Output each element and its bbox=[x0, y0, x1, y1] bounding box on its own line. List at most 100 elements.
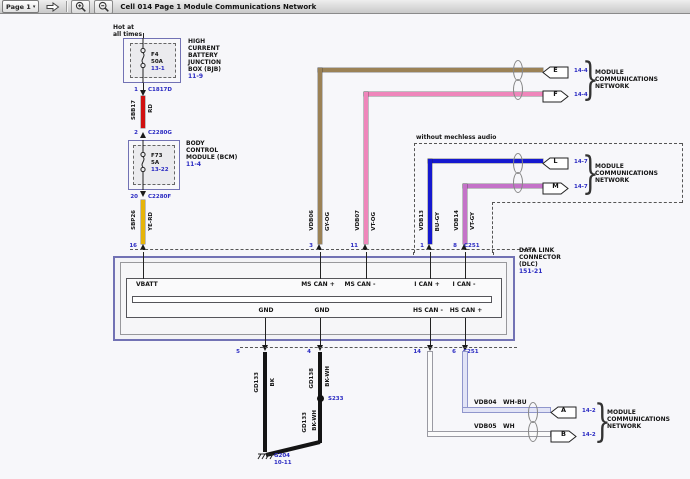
pin-number: 5 bbox=[236, 349, 240, 355]
page-ref-link[interactable]: 14-4 bbox=[574, 68, 588, 74]
dlc-name: (DLC) bbox=[519, 261, 538, 268]
network-label: NETWORK bbox=[607, 423, 642, 430]
bjb-ref-link[interactable]: 11-9 bbox=[188, 73, 204, 80]
pin-number: 4 bbox=[307, 349, 311, 355]
wire-vdb04 bbox=[463, 352, 467, 410]
brace: } bbox=[582, 148, 599, 199]
ground-ref-link[interactable]: 10-11 bbox=[274, 460, 292, 466]
bcm-name: MODULE (BCM) bbox=[186, 154, 238, 161]
circuit-label: SBB17 bbox=[131, 100, 137, 120]
page-ref-link[interactable]: 14-2 bbox=[582, 408, 596, 414]
bjb-name: JUNCTION bbox=[188, 59, 221, 66]
connector-link[interactable]: C251 bbox=[464, 243, 480, 249]
go-arrow-button[interactable] bbox=[43, 0, 62, 14]
bcm-name: CONTROL bbox=[186, 147, 219, 154]
offpage-connector-e[interactable]: E bbox=[542, 64, 569, 79]
page-ref-link[interactable]: 14-7 bbox=[574, 159, 588, 165]
twisted-pair-icon bbox=[513, 79, 523, 100]
dlc-name: CONNECTOR bbox=[519, 254, 561, 261]
offpage-connector-f[interactable]: F bbox=[542, 88, 569, 103]
dlc-ref-link[interactable]: 151-21 bbox=[519, 268, 543, 275]
bjb-name: BOX (BJB) bbox=[188, 66, 222, 73]
fuse-name: F73 bbox=[151, 153, 163, 159]
wire-color-label: GY-OG bbox=[325, 212, 331, 232]
connector-link[interactable]: C2280F bbox=[148, 194, 172, 200]
wire-segment bbox=[366, 252, 367, 279]
connector-arrow-icon bbox=[426, 244, 432, 250]
wire-vdb13 bbox=[428, 159, 543, 163]
connector-arrow-icon bbox=[461, 244, 467, 250]
fuse-ref-link[interactable]: 13-22 bbox=[151, 167, 169, 173]
wire-vdb14 bbox=[463, 184, 467, 244]
dashed-box-edge bbox=[414, 143, 415, 253]
wire-segment bbox=[143, 83, 144, 91]
wire-segment bbox=[465, 318, 466, 345]
page-ref-link[interactable]: 14-4 bbox=[574, 92, 588, 98]
dlc-pin-label: VBATT bbox=[136, 281, 158, 288]
fuse-name: F4 bbox=[151, 52, 159, 58]
network-label: MODULE bbox=[595, 69, 624, 76]
connector-link[interactable]: C2280G bbox=[148, 130, 172, 136]
wire-sbp26 bbox=[141, 200, 145, 244]
dlc-name: DATA LINK bbox=[519, 247, 555, 254]
connector-arrow-icon bbox=[427, 345, 433, 351]
twisted-pair-icon bbox=[513, 153, 523, 174]
toolbar: Page 1 ▾ Cell 014 Page 1 Module Comm bbox=[0, 0, 690, 14]
circuit-label: VDB07 bbox=[355, 210, 361, 231]
bcm-box bbox=[128, 140, 180, 190]
connector-arrow-icon bbox=[140, 244, 146, 250]
bjb-name: HIGH bbox=[188, 38, 206, 45]
right-arrow-icon bbox=[46, 1, 60, 12]
page-ref-link[interactable]: 14-2 bbox=[582, 432, 596, 438]
zoom-out-button[interactable] bbox=[94, 0, 114, 14]
connector-arrow-icon bbox=[140, 90, 146, 96]
dashed-box-edge bbox=[414, 143, 682, 144]
connector-letter: B bbox=[561, 430, 566, 438]
splice-link[interactable]: S233 bbox=[328, 396, 344, 402]
offpage-connector-b[interactable]: B bbox=[550, 428, 577, 443]
pin-number: 8 bbox=[453, 243, 457, 249]
wire-color-label: RD bbox=[148, 104, 154, 113]
connector-arrow-icon bbox=[140, 191, 146, 197]
dlc-pin-label: MS CAN - bbox=[344, 281, 376, 288]
pin-number: 1 bbox=[420, 243, 424, 249]
offpage-connector-m[interactable]: M bbox=[542, 180, 569, 195]
circuit-label: VDB04 bbox=[474, 399, 497, 406]
connector-link[interactable]: C251 bbox=[463, 349, 479, 355]
wire-gd133 bbox=[263, 352, 267, 452]
bcm-ref-link[interactable]: 11-4 bbox=[186, 161, 202, 168]
offpage-connector-a[interactable]: A bbox=[550, 404, 577, 419]
ground-link[interactable]: G204 bbox=[274, 453, 290, 459]
connector-arrow-icon bbox=[462, 345, 468, 351]
wire-segment bbox=[143, 252, 144, 279]
wire-segment bbox=[465, 252, 466, 279]
splice-dot bbox=[316, 395, 324, 402]
wire-color-label: VT-OG bbox=[371, 212, 377, 231]
pin-number: 2 bbox=[134, 130, 138, 136]
page-ref-link[interactable]: 14-7 bbox=[574, 184, 588, 190]
wire-color-label: BK-WH bbox=[312, 410, 318, 431]
wire-color-label: BU-GY bbox=[435, 212, 441, 232]
page-select[interactable]: Page 1 ▾ bbox=[2, 0, 40, 13]
network-label: COMMUNICATIONS bbox=[595, 170, 658, 177]
wire-diagonal bbox=[265, 440, 321, 457]
wire-segment bbox=[265, 318, 266, 345]
zoom-in-button[interactable] bbox=[71, 0, 91, 14]
connector-arrow-icon bbox=[262, 345, 268, 351]
wire-segment bbox=[320, 318, 321, 345]
dashed-box-edge bbox=[492, 202, 682, 203]
connector-letter: A bbox=[560, 406, 567, 414]
connector-arrow-icon bbox=[362, 244, 368, 250]
magnifier-plus-icon bbox=[75, 1, 86, 12]
fuse-ref-link[interactable]: 13-1 bbox=[151, 66, 165, 72]
dlc-pin-label: HS CAN + bbox=[449, 307, 483, 314]
circuit-label: VDB13 bbox=[419, 210, 425, 231]
wire-vdb06 bbox=[318, 68, 322, 244]
brace: } bbox=[582, 54, 599, 105]
connector-link[interactable]: C1817D bbox=[148, 87, 172, 93]
twisted-pair-icon bbox=[513, 172, 523, 193]
connector-letter: E bbox=[553, 66, 558, 74]
wire-segment bbox=[320, 252, 321, 279]
offpage-connector-l[interactable]: L bbox=[542, 155, 569, 170]
